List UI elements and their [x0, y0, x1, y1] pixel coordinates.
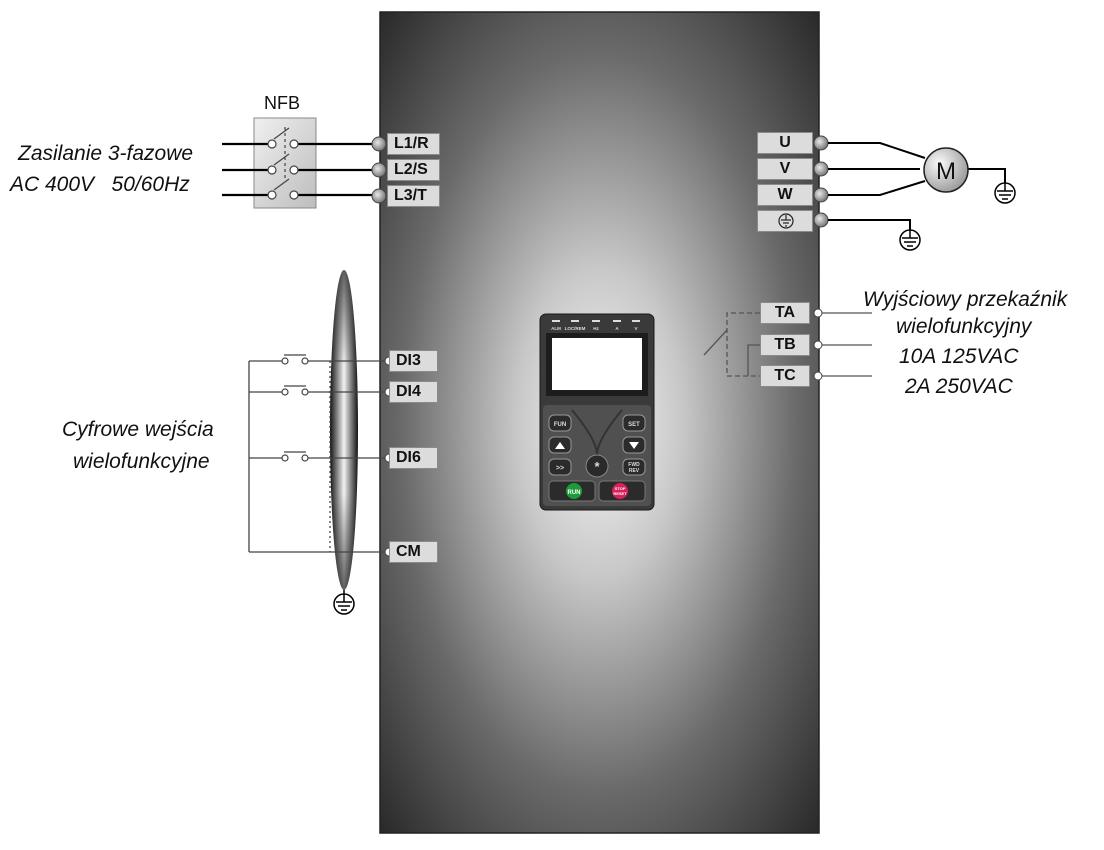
terminal-tc: TC: [760, 365, 810, 387]
relay-wires: [703, 312, 872, 377]
fwd-rev-label-1: FWD: [628, 462, 640, 468]
indicator-led: [632, 320, 640, 322]
switch-contacts: [281, 357, 309, 462]
fun-key[interactable]: [548, 414, 572, 432]
power-input-label-1: Zasilanie 3-fazowe: [18, 142, 194, 165]
center-key[interactable]: [585, 454, 609, 478]
keypad-display: [552, 338, 642, 390]
indicator-label: V: [634, 326, 637, 331]
relay-caption-2: wielofunkcyjny: [896, 315, 1032, 338]
indicator-label: Hz: [593, 326, 599, 331]
run-key[interactable]: [566, 483, 582, 499]
relay-rating-2: 2A 250VAC: [905, 375, 1013, 398]
indicator-led: [552, 320, 560, 322]
fwd-rev-label-2: REV: [629, 468, 640, 474]
ground-icon: [899, 229, 921, 251]
power-input-label-2: AC 400V 50/60Hz: [10, 173, 190, 196]
indicator-led: [613, 320, 621, 322]
indicator-label: A: [615, 326, 619, 331]
shielded-cable-shade: [330, 270, 358, 590]
up-arrow-icon: [555, 442, 565, 449]
set-key[interactable]: [622, 414, 646, 432]
ground-icon: [778, 213, 794, 229]
terminal-w: W: [757, 184, 813, 206]
indicator-led: [592, 320, 600, 322]
motor-label: M: [936, 158, 956, 185]
nfb-contacts: [267, 127, 299, 200]
indicator-label: ALM: [551, 326, 561, 331]
terminal-di4: DI4: [389, 381, 438, 403]
terminal-di6: DI6: [389, 447, 438, 469]
stop-label-1: STOP: [615, 486, 626, 491]
terminal-u: U: [757, 132, 813, 154]
ground-icon: [994, 182, 1016, 204]
terminal-l2s: L2/S: [387, 159, 440, 181]
fun-key-label: FUN: [554, 422, 566, 428]
terminal-pe: [757, 210, 813, 232]
run-key-label: RUN: [568, 490, 581, 496]
indicator-led: [571, 320, 579, 322]
terminal-cm: CM: [389, 541, 438, 563]
stop-reset-key[interactable]: [612, 483, 628, 499]
keypad-indicators: ALM LOC/REM Hz A V: [551, 320, 640, 331]
shift-key-label: >>: [556, 465, 564, 472]
shift-key[interactable]: [548, 458, 572, 476]
ground-icon: [333, 588, 355, 615]
digital-inputs-caption-2: wielofunkcyjne: [73, 450, 210, 473]
power-input-wires: [222, 142, 372, 197]
digital-inputs-caption-1: Cyfrowe wejścia: [62, 418, 214, 441]
terminal-l3t: L3/T: [387, 185, 440, 207]
indicator-label: LOC/REM: [565, 326, 586, 331]
input-screws: [371, 136, 387, 204]
digital-input-wires: [248, 354, 389, 553]
terminal-ta: TA: [760, 302, 810, 324]
terminal-l1r: L1/R: [387, 133, 440, 155]
motor-wires: [828, 142, 1006, 230]
set-key-label: SET: [628, 422, 640, 428]
output-screws: [813, 135, 829, 228]
nfb-label: NFB: [264, 93, 300, 113]
center-key-label: *: [594, 459, 600, 474]
relay-caption-1: Wyjściowy przekaźnik: [863, 288, 1068, 311]
relay-terminal-dots: [813, 308, 823, 381]
relay-rating-1: 10A 125VAC: [899, 345, 1019, 368]
terminal-v: V: [757, 158, 813, 180]
fwd-rev-key[interactable]: [622, 458, 646, 476]
down-arrow-icon: [629, 442, 639, 449]
motor-symbol: [923, 147, 969, 193]
terminal-tb: TB: [760, 334, 810, 356]
terminal-di3: DI3: [389, 350, 438, 372]
stop-label-2: RESET: [613, 491, 627, 496]
